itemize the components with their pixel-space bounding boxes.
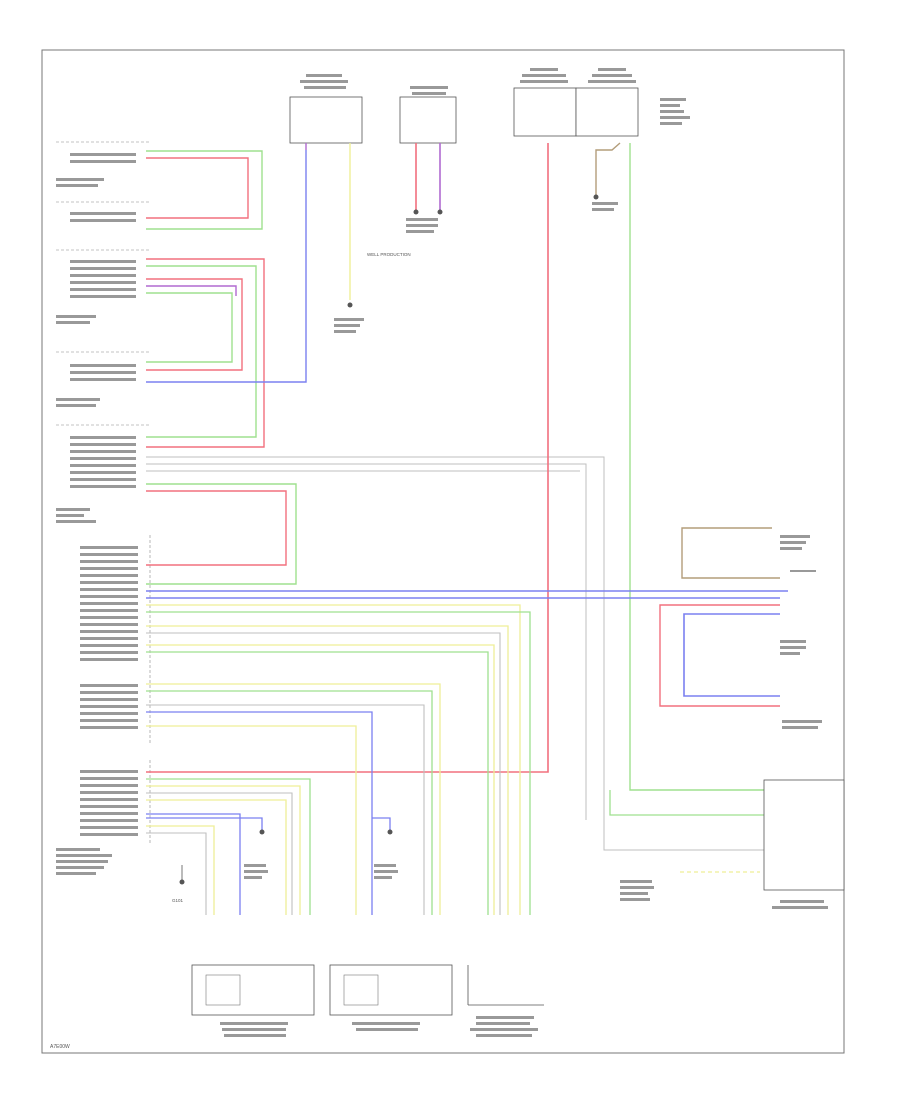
top-module-1 bbox=[289, 96, 363, 144]
wire-red bbox=[146, 258, 265, 448]
splice-note: WELL PRODUCTION bbox=[367, 252, 411, 257]
wire-red bbox=[146, 157, 249, 219]
wire-green bbox=[629, 143, 788, 791]
wire-red bbox=[146, 278, 243, 371]
wire-yellow bbox=[146, 799, 287, 915]
wire-blue bbox=[372, 817, 391, 830]
top-module-3 bbox=[513, 87, 577, 137]
wire-green bbox=[146, 150, 263, 230]
sensor-symbol bbox=[343, 974, 379, 1006]
wire-yellow bbox=[146, 625, 509, 915]
left-side-labels bbox=[56, 153, 138, 875]
top-module-4 bbox=[575, 87, 639, 137]
ground-icon bbox=[593, 194, 599, 200]
top-labels bbox=[300, 68, 690, 125]
sensor-symbol bbox=[205, 974, 241, 1006]
wire-gray bbox=[146, 832, 207, 915]
wire-blue bbox=[146, 150, 307, 383]
wire-green bbox=[146, 778, 311, 915]
wire-green bbox=[146, 651, 489, 915]
wire-blue bbox=[146, 813, 241, 915]
wire-yellow bbox=[146, 725, 357, 915]
wire-violet bbox=[146, 285, 237, 296]
wire-yellow bbox=[146, 785, 301, 915]
throttle-body-2 bbox=[329, 964, 453, 1016]
ground-icon bbox=[179, 865, 185, 885]
wire-green bbox=[146, 292, 233, 363]
wire-red bbox=[146, 490, 287, 566]
wire-green bbox=[146, 265, 257, 438]
wire-gray bbox=[146, 463, 587, 820]
wire-green bbox=[146, 483, 297, 585]
wire-blue bbox=[683, 613, 780, 697]
wire-brown bbox=[681, 527, 780, 579]
wire-brown bbox=[595, 142, 621, 195]
throttle-body-1 bbox=[191, 964, 315, 1016]
diagram-frame bbox=[41, 49, 845, 1054]
wire-yellow bbox=[146, 644, 495, 915]
ground-icon bbox=[413, 209, 443, 215]
wire-gray bbox=[146, 792, 293, 915]
wire-green bbox=[146, 690, 433, 915]
right-module bbox=[763, 779, 845, 891]
connector-icon bbox=[259, 829, 393, 835]
ground-note: G101 bbox=[172, 898, 184, 903]
wire-yellow bbox=[146, 683, 441, 915]
wire-red-trunk bbox=[146, 143, 549, 773]
wire-gray bbox=[146, 704, 425, 915]
wire-yellow bbox=[146, 604, 521, 915]
top-module-2 bbox=[399, 96, 457, 144]
wire-blue bbox=[146, 817, 263, 830]
right-labels bbox=[334, 202, 828, 909]
footer-code: A7E00W bbox=[50, 1044, 70, 1050]
ground-icon bbox=[347, 302, 353, 308]
wire-gray bbox=[146, 632, 501, 915]
wire-blue bbox=[146, 711, 373, 915]
wire-green bbox=[146, 611, 531, 915]
wire-yellow bbox=[146, 825, 215, 915]
wire-gray bbox=[146, 456, 788, 851]
bottom-labels bbox=[220, 864, 538, 1037]
wire-red bbox=[659, 604, 780, 707]
wire-green bbox=[609, 790, 788, 816]
